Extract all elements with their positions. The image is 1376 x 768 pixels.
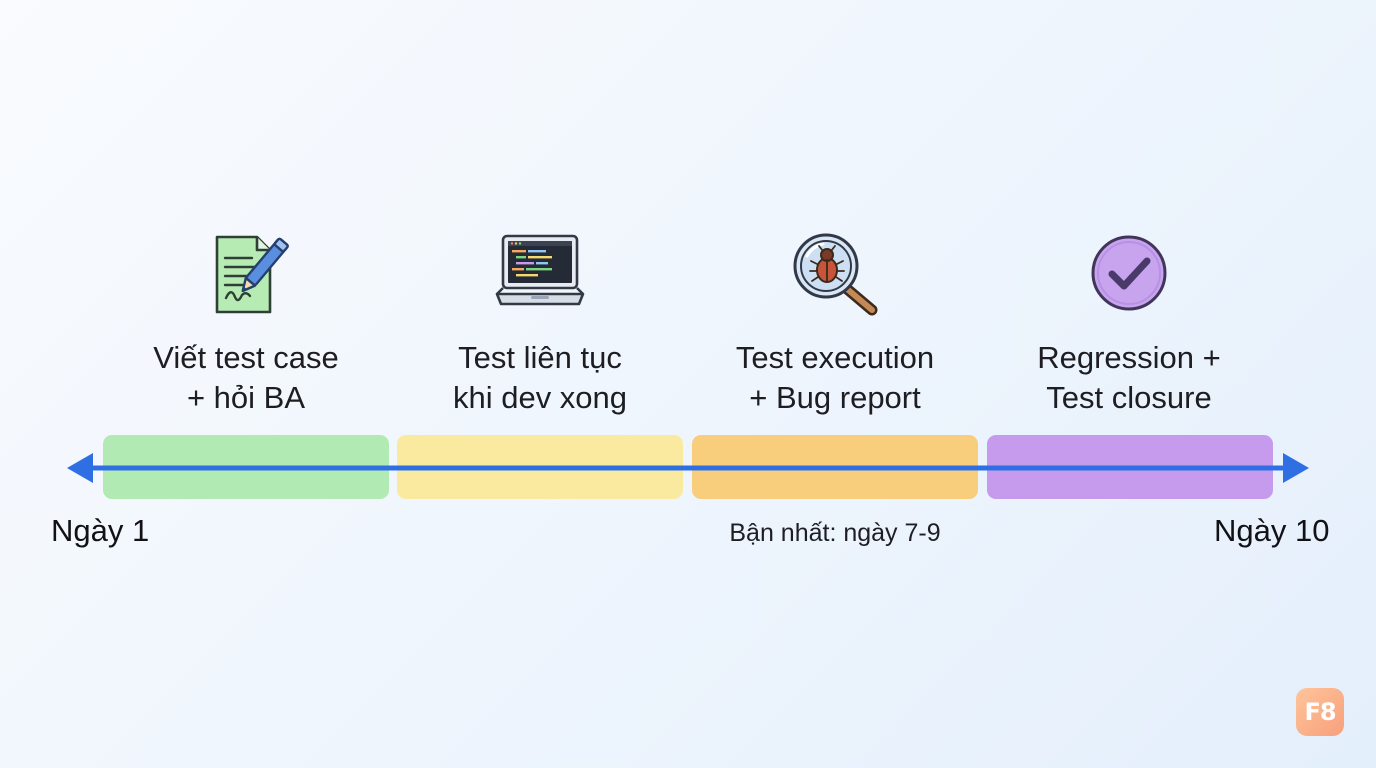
phase-label-line: Test closure bbox=[1046, 380, 1212, 415]
check-circle-icon bbox=[1085, 232, 1175, 318]
phase-label: Viết test case + hỏi BA bbox=[106, 338, 386, 418]
timeline-axis bbox=[0, 448, 1376, 488]
laptop-code-icon bbox=[495, 232, 585, 318]
arrow-left-icon bbox=[67, 453, 93, 483]
phase-label-line: Viết test case bbox=[153, 340, 339, 375]
end-day-label: Ngày 10 bbox=[1214, 513, 1330, 548]
phase-label: Test execution + Bug report bbox=[695, 338, 975, 418]
magnifier-bug-icon bbox=[790, 232, 880, 318]
phase-label-line: khi dev xong bbox=[452, 380, 628, 415]
f8-logo: F8 bbox=[1296, 688, 1344, 736]
phase-label-line: Test liên tục bbox=[458, 340, 622, 375]
phase-label: Test liên tục khi dev xong bbox=[400, 338, 680, 418]
phase-label-line: + hỏi BA bbox=[186, 380, 306, 415]
phase-label: Regression + Test closure bbox=[989, 338, 1269, 418]
arrow-right-icon bbox=[1283, 453, 1309, 483]
document-pencil-icon bbox=[200, 232, 290, 318]
phase-label-line: + Bug report bbox=[749, 380, 921, 415]
start-day-label: Ngày 1 bbox=[51, 513, 150, 548]
peak-period-label: Bận nhất: ngày 7-9 bbox=[729, 519, 941, 547]
phase-label-line: Test execution bbox=[735, 340, 935, 375]
phase-label-line: Regression + bbox=[1037, 340, 1221, 375]
